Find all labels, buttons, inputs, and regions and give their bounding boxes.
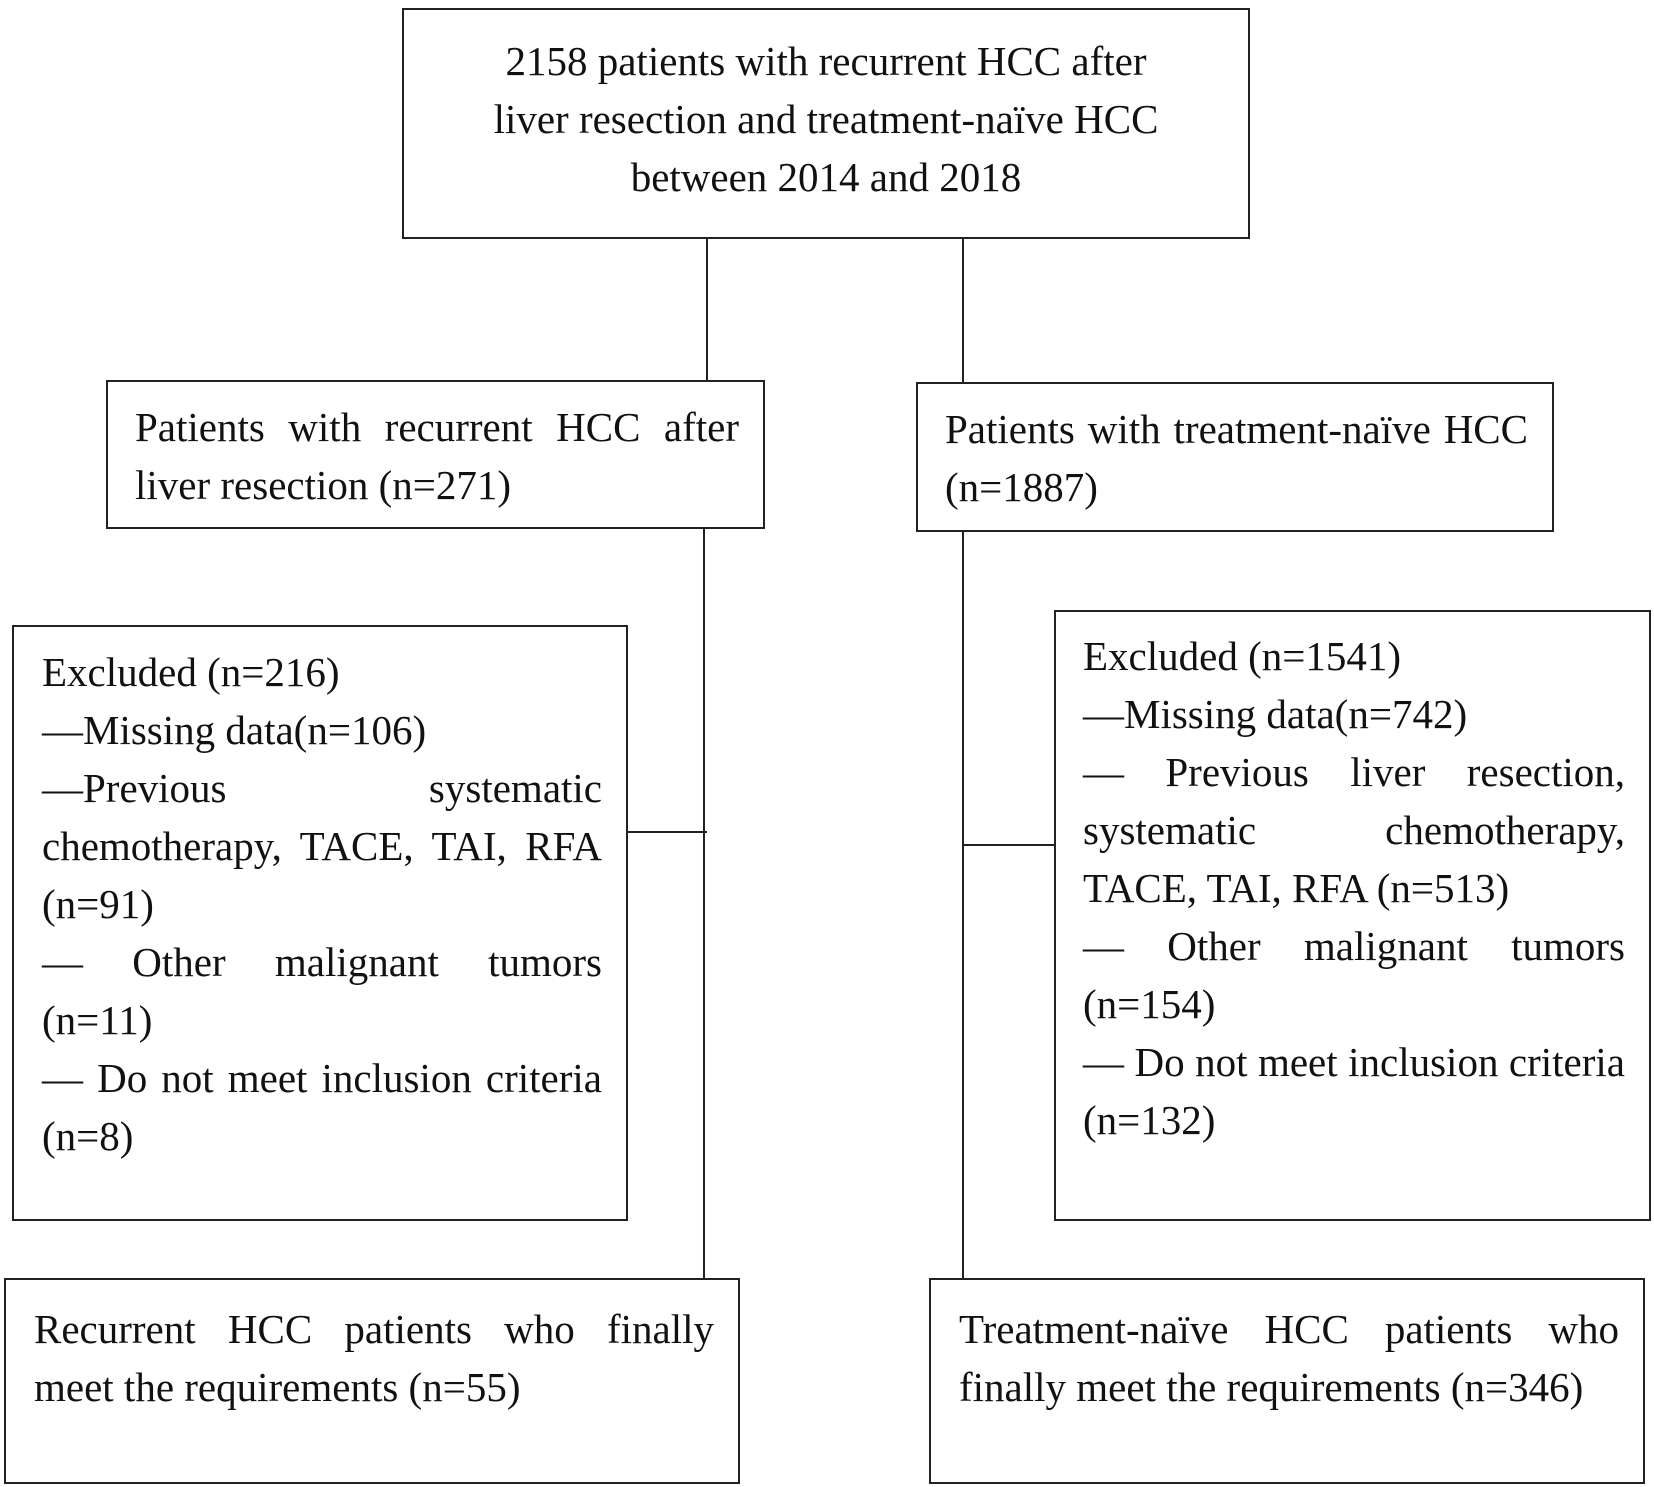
treatment-naive-final-box: Treatment-naïve HCC patients who finally… <box>929 1278 1645 1484</box>
recurrent-final-text: Recurrent HCC patients who finally meet … <box>34 1306 714 1410</box>
treatment-naive-excluded-heading: Excluded (n=1541) <box>1083 633 1402 679</box>
enrollment-line-1: 2158 patients with recurrent HCC after <box>505 38 1147 84</box>
recurrent-cohort-text: Patients with recurrent HCC after liver … <box>135 404 739 508</box>
recurrent-excluded-item: —Missing data(n=106) <box>42 707 427 753</box>
treatment-naive-final-text: Treatment-naïve HCC patients who finally… <box>959 1306 1619 1410</box>
recurrent-excluded-item: — Do not meet inclusion criteria (n=8) <box>42 1055 602 1159</box>
recurrent-excluded-item: —Previous systematic chemotherapy, TACE,… <box>42 765 602 927</box>
recurrent-cohort-box: Patients with recurrent HCC after liver … <box>106 380 765 529</box>
treatment-naive-cohort-box: Patients with treatment-naïve HCC (n=188… <box>916 382 1554 532</box>
treatment-naive-cohort-text: Patients with treatment-naïve HCC (n=188… <box>945 406 1528 510</box>
treatment-naive-excluded-box: Excluded (n=1541) —Missing data(n=742) —… <box>1054 610 1651 1221</box>
treatment-naive-excluded-item: — Other malignant tumors (n=154) <box>1083 923 1625 1027</box>
recurrent-final-box: Recurrent HCC patients who finally meet … <box>4 1278 740 1484</box>
treatment-naive-excluded-item: — Do not meet inclusion criteria (n=132) <box>1083 1039 1625 1143</box>
treatment-naive-excluded-item: — Previous liver resection, systematic c… <box>1083 749 1625 911</box>
recurrent-excluded-heading: Excluded (n=216) <box>42 649 340 695</box>
recurrent-excluded-box: Excluded (n=216) —Missing data(n=106) —P… <box>12 625 628 1221</box>
enrollment-line-3: between 2014 and 2018 <box>630 154 1022 200</box>
recurrent-excluded-item: — Other malignant tumors (n=11) <box>42 939 602 1043</box>
enrollment-box: 2158 patients with recurrent HCC after l… <box>402 8 1250 239</box>
enrollment-line-2: liver resection and treatment-naïve HCC <box>493 96 1159 142</box>
treatment-naive-excluded-item: —Missing data(n=742) <box>1083 691 1468 737</box>
